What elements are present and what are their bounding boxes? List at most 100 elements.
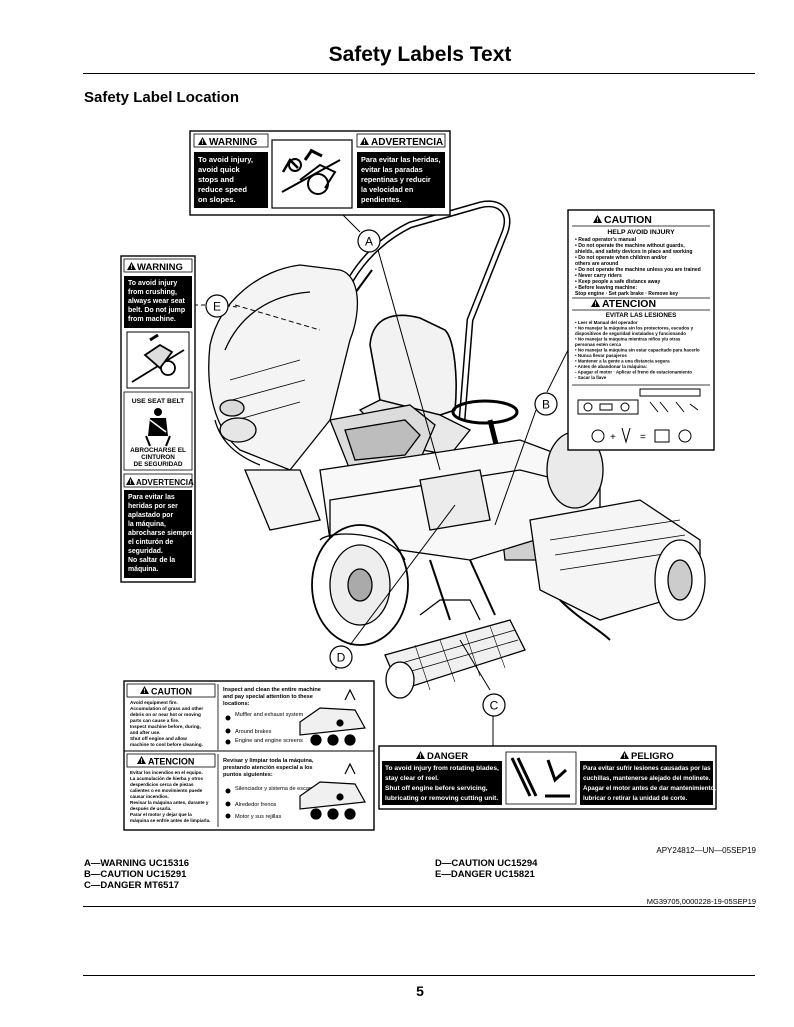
callout-d: D	[329, 645, 353, 669]
svg-text:avoid quick: avoid quick	[198, 165, 241, 174]
label-a-warning-header: WARNING	[209, 137, 258, 148]
svg-text:Motor y sus rejillas: Motor y sus rejillas	[235, 814, 282, 820]
svg-text:B: B	[542, 398, 550, 412]
svg-text:Apagar el motor antes de dar m: Apagar el motor antes de dar mantenimien…	[583, 785, 716, 792]
legend-item: A—WARNING UC15316	[84, 858, 190, 869]
svg-text:To avoid injury from rotating: To avoid injury from rotating blades,	[385, 765, 499, 772]
callout-e: E	[205, 294, 229, 318]
svg-text:• Antes de abandonar la máquin: • Antes de abandonar la máquina:	[575, 364, 648, 369]
svg-text:Shut off engine and allow: Shut off engine and allow	[130, 736, 187, 741]
svg-text:dispositivos de seguridad inst: dispositivos de seguridad instalados y f…	[575, 331, 686, 336]
svg-text:• Nunca llevar pasajeros: • Nunca llevar pasajeros	[575, 353, 627, 358]
svg-text:Inspect and clean the entire m: Inspect and clean the entire machine	[223, 687, 321, 693]
page-number: 5	[416, 983, 424, 999]
svg-text:- Sacar la llave: - Sacar la llave	[575, 375, 607, 380]
svg-text:La acumulación de hierba y otr: La acumulación de hierba y otros	[130, 776, 203, 781]
label-c-peligro-header: PELIGRO	[631, 751, 674, 762]
svg-text:seguridad.: seguridad.	[128, 548, 163, 555]
svg-text:from crushing,: from crushing,	[128, 289, 177, 296]
svg-text:• Read operator's manual: • Read operator's manual	[575, 237, 637, 243]
svg-text:E: E	[213, 300, 221, 314]
svg-text:D: D	[337, 651, 346, 665]
legend-left: A—WARNING UC15316 B—CAUTION UC15291 C—DA…	[84, 858, 189, 891]
svg-text:aplastado por: aplastado por	[128, 512, 173, 519]
svg-text:Around brakes: Around brakes	[235, 729, 272, 735]
svg-text:máquina.: máquina.	[128, 566, 158, 573]
safety-label-location-figure: !	[120, 130, 717, 831]
callout-b: B	[534, 392, 558, 416]
svg-text:máquina se enfríe antes de lim: máquina se enfríe antes de limpiarla.	[130, 818, 210, 823]
svg-text:puntos siguientes:: puntos siguientes:	[223, 772, 273, 778]
svg-text:+: +	[610, 432, 616, 443]
svg-text:cuchillas, mantenerse alejado: cuchillas, mantenerse alejado del moline…	[583, 775, 711, 782]
label-b-caution-uc15291: CAUTION HELP AVOID INJURY • Read operato…	[567, 209, 715, 451]
svg-text:reduce speed: reduce speed	[198, 185, 247, 194]
svg-text:stay clear of reel.: stay clear of reel.	[385, 775, 439, 782]
label-e-advertencia-header: ADVERTENCIA	[136, 478, 194, 487]
svg-text:• No manejar la máquina sin es: • No manejar la máquina sin estar capaci…	[575, 348, 700, 353]
control-symbols-icon: + =	[577, 388, 701, 444]
svg-text:debris on or near hot or movin: debris on or near hot or moving	[130, 712, 201, 717]
svg-text:Shut off engine before servici: Shut off engine before servicing,	[385, 785, 488, 792]
svg-text:Para evitar las: Para evitar las	[128, 494, 175, 501]
svg-text:• Leer el Manual del operador: • Leer el Manual del operador	[575, 320, 638, 325]
svg-text:• No manejar la máquina mientr: • No manejar la máquina mientras niños y…	[575, 337, 681, 342]
document-code: MG39705,0000228-19-05SEP19	[646, 897, 756, 906]
svg-text:No saltar de la: No saltar de la	[128, 557, 175, 564]
svg-text:Evitar los incendios en el equ: Evitar los incendios en el equipo.	[130, 770, 203, 775]
svg-text:lubricar o retirar la unidad d: lubricar o retirar la unidad de corte.	[583, 795, 687, 802]
svg-text:ABROCHARSE EL: ABROCHARSE EL	[130, 447, 186, 454]
svg-text:Inspect machine before, during: Inspect machine before, during,	[130, 724, 201, 729]
svg-text:Avoid equipment fire.: Avoid equipment fire.	[130, 700, 178, 705]
label-b-caution-header: CAUTION	[604, 214, 652, 226]
svg-text:Muffler and exhaust system: Muffler and exhaust system	[235, 712, 304, 718]
svg-text:Revisar y limpiar toda la máqu: Revisar y limpiar toda la máquina,	[223, 758, 314, 764]
svg-text:• Do not operate the machine w: • Do not operate the machine without gua…	[575, 243, 685, 249]
svg-text:repentinas y reducir: repentinas y reducir	[361, 175, 431, 184]
svg-text:abrocharse siempre: abrocharse siempre	[128, 530, 194, 537]
svg-text:To avoid injury: To avoid injury	[128, 280, 177, 287]
label-a-advertencia-header: ADVERTENCIA	[371, 137, 443, 148]
svg-text:Accumulation of grass and othe: Accumulation of grass and other	[130, 706, 203, 711]
svg-text:pendientes.: pendientes.	[361, 195, 402, 204]
svg-text:always wear seat: always wear seat	[128, 298, 185, 305]
legend-item: B—CAUTION UC15291	[84, 869, 187, 880]
svg-text:• Do not operate the machine u: • Do not operate the machine unless you …	[575, 267, 701, 273]
svg-text:la máquina,: la máquina,	[128, 521, 166, 528]
svg-text:and pay special attention to t: and pay special attention to these	[223, 694, 313, 700]
svg-text:shields, and safety devices in: shields, and safety devices in place and…	[575, 249, 692, 255]
footer-rule	[83, 975, 755, 976]
svg-text:• Keep people a safe distance: • Keep people a safe distance away	[575, 279, 660, 285]
svg-text:lubricating or removing cuttin: lubricating or removing cutting unit.	[385, 795, 498, 802]
svg-text:causar incendios.: causar incendios.	[130, 794, 169, 799]
svg-text:Para evitar sufrir lesiones ca: Para evitar sufrir lesiones causadas por…	[583, 765, 711, 772]
title-rule	[83, 73, 755, 74]
svg-text:A: A	[365, 235, 373, 249]
legend-item: C—DANGER MT6517	[84, 880, 180, 891]
label-d-caution-header: CAUTION	[151, 687, 192, 697]
svg-text:la velocidad en: la velocidad en	[361, 185, 413, 194]
svg-text:Engine and engine screens: Engine and engine screens	[235, 738, 303, 744]
svg-text:machine to cool before cleanin: machine to cool before cleaning.	[130, 742, 203, 747]
svg-text:Para evitar las heridas,: Para evitar las heridas,	[361, 155, 441, 164]
svg-text:=: =	[640, 432, 646, 443]
svg-text:C: C	[490, 699, 499, 713]
svg-text:heridas por ser: heridas por ser	[128, 503, 178, 510]
svg-text:Parar el motor y dejar que la: Parar el motor y dejar que la	[130, 812, 192, 817]
fire-hazard-machine-icon	[299, 688, 366, 746]
svg-text:on slopes.: on slopes.	[198, 195, 236, 204]
legend-item: D—CAUTION UC15294	[435, 858, 538, 869]
label-e-danger-uc15821: WARNING To avoid injury from crushing, a…	[120, 255, 196, 583]
label-c-danger-mt6517: DANGER To avoid injury from rotating bla…	[378, 745, 717, 810]
svg-text:Stop engine · Set park brake ·: Stop engine · Set park brake · Remove ke…	[575, 291, 678, 297]
svg-text:Alrededor frenos: Alrededor frenos	[235, 802, 277, 808]
svg-text:DE SEGURIDAD: DE SEGURIDAD	[133, 461, 182, 468]
svg-text:Silenciador y sistema de escap: Silenciador y sistema de escape	[235, 786, 315, 792]
label-b-atencion-header: ATENCION	[602, 298, 656, 310]
svg-text:- Apagar el motor · Aplicar el: - Apagar el motor · Aplicar el freno de …	[575, 370, 692, 375]
svg-text:evitar las paradas: evitar las paradas	[361, 165, 423, 174]
svg-text:• Before leaving machine:: • Before leaving machine:	[575, 285, 637, 291]
svg-text:HELP AVOID INJURY: HELP AVOID INJURY	[607, 229, 675, 236]
legend-item: E—DANGER UC15821	[435, 869, 535, 880]
svg-text:others are around: others are around	[575, 261, 618, 267]
